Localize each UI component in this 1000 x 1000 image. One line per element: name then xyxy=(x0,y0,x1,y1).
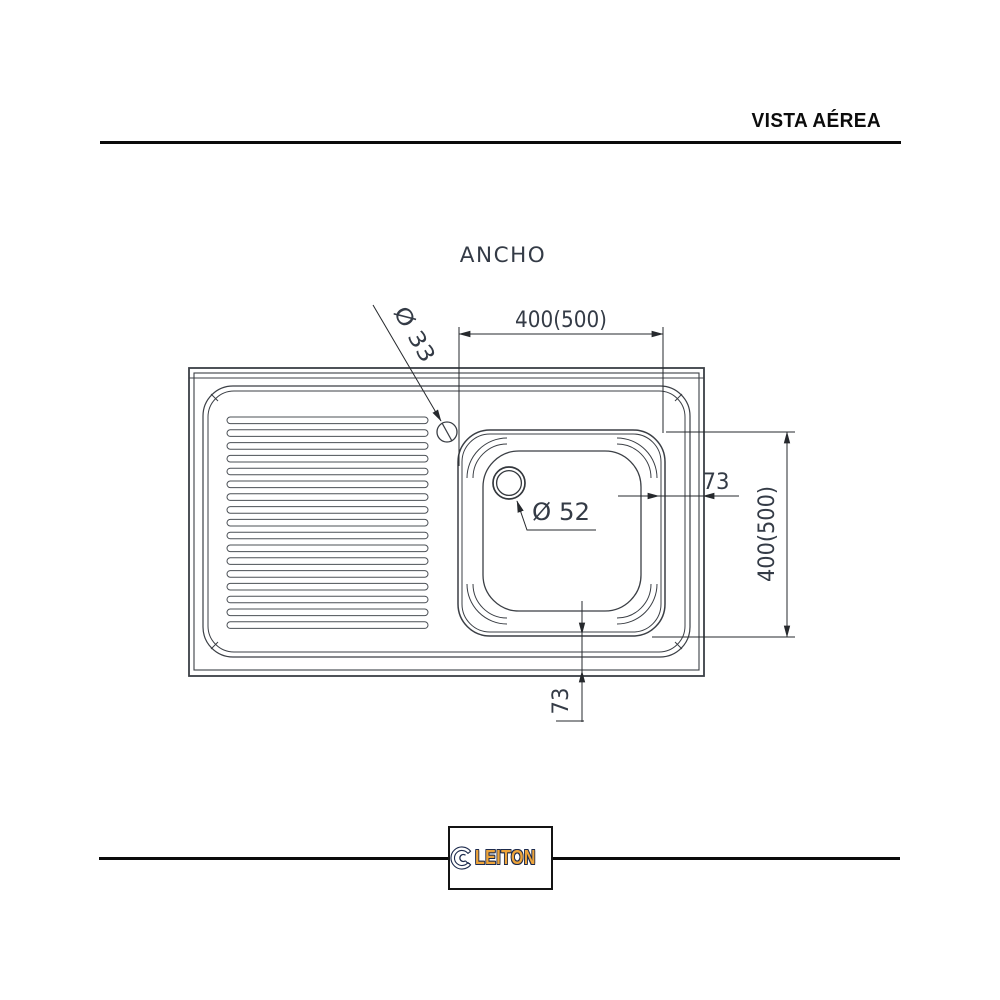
header-rule xyxy=(100,141,901,144)
basin-corner-arcs xyxy=(466,437,658,625)
dim-label-offset-bottom: 73 xyxy=(549,688,574,715)
brand-name: LEITON xyxy=(475,846,536,869)
tap-hole-circle xyxy=(436,421,458,443)
dim-label-offset-right: 73 xyxy=(703,470,730,495)
leader-tap-hole xyxy=(372,304,442,422)
dimension-lines xyxy=(372,304,795,722)
brand-c-icon xyxy=(450,846,472,870)
sink-pressed-rim xyxy=(202,385,691,658)
dim-edge-offset-bottom xyxy=(556,601,586,722)
dim-basin-height xyxy=(652,431,795,638)
page-title: VISTA AÉREA xyxy=(751,109,881,132)
dim-label-drain: Ø 52 xyxy=(532,498,590,526)
rim-corner-darts xyxy=(210,393,683,650)
brand-logo: LEITON xyxy=(448,826,553,890)
sink-top-view-drawing: ANCHO 400(500) 73 400(500) 73 Ø 33 Ø 52 xyxy=(188,243,795,722)
drain-circle xyxy=(492,466,526,500)
width-axis-label: ANCHO xyxy=(460,243,546,268)
dim-label-tap-hole: Ø 33 xyxy=(388,303,440,367)
dim-label-basin-height: 400(500) xyxy=(755,486,780,582)
drainboard-ribs xyxy=(226,416,429,629)
dim-basin-width xyxy=(458,327,664,466)
leader-drain xyxy=(516,500,596,531)
dim-label-basin-width: 400(500) xyxy=(515,308,607,333)
basin-outline xyxy=(457,429,666,637)
sink-outline xyxy=(188,367,705,677)
